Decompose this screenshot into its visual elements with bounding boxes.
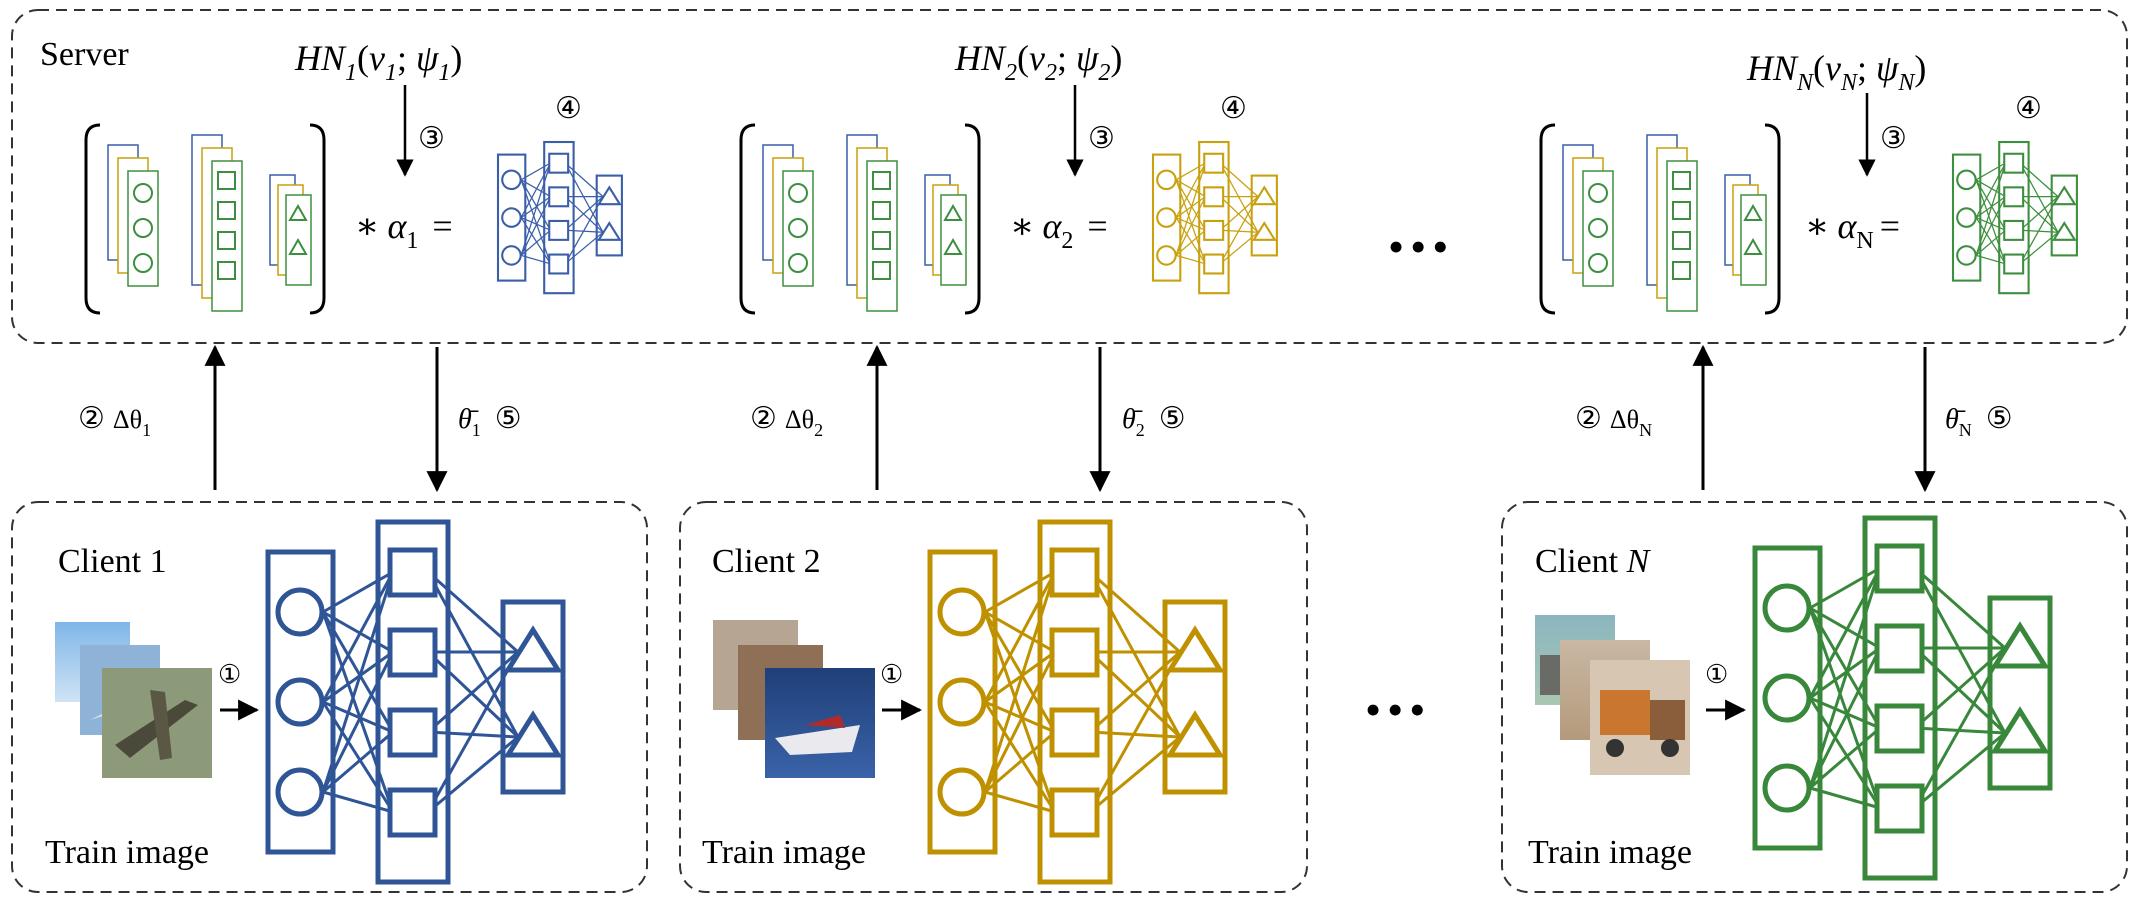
step4-marker: ④	[2015, 92, 2042, 125]
right-bracket	[1764, 123, 1781, 315]
client-model-1	[265, 519, 566, 885]
step1-marker: ①	[218, 660, 241, 689]
step3-marker: ③	[1880, 122, 1907, 155]
server-label: Server	[40, 36, 129, 73]
left-bracket	[84, 123, 101, 315]
hypernetwork-2-label: HN2(v2; ψ2)	[954, 38, 1122, 86]
hypernetwork-n-label: HNN(vN; ψN)	[1746, 48, 1926, 96]
hypernetwork-1-label: HN1(v1; ψ1)	[294, 38, 462, 86]
train-image-stack	[713, 620, 875, 778]
train-image-stack	[55, 622, 212, 778]
step3-marker: ③	[418, 122, 445, 155]
train-image-label: Train image	[702, 834, 866, 871]
client-label: Client 1	[58, 543, 167, 580]
server-group-n: HNN(vN; ψN) ③ ④ ∗αN=	[1539, 48, 2078, 315]
alpha-n-term: ∗αN=	[1805, 206, 1900, 254]
client-n: Client N Train image ①	[1501, 501, 2128, 893]
client-model-n	[1752, 515, 2053, 881]
parameter-stack-icon	[1562, 134, 1767, 312]
client-2: Client 2 Train image ①	[679, 501, 1308, 893]
train-image-stack	[1535, 615, 1690, 775]
left-bracket	[739, 123, 756, 315]
client-label: Client N	[1535, 543, 1652, 580]
personalized-model-1-small	[496, 140, 623, 295]
step1-marker: ①	[1705, 660, 1728, 689]
personalized-model-2-small	[1151, 140, 1278, 295]
alpha-1-term: ∗α1=	[355, 206, 453, 254]
alpha-2-term: ∗α2=	[1010, 206, 1108, 254]
parameter-stack-icon	[762, 134, 967, 312]
client-box	[1501, 501, 2128, 893]
train-image-label: Train image	[45, 834, 209, 871]
personalized-model-n-small	[1951, 140, 2078, 295]
left-bracket	[1539, 123, 1556, 315]
client-ellipsis: •••	[1365, 684, 1431, 735]
server-group-1: HN1(v1; ψ1) ③ ④ ∗α1	[84, 38, 623, 315]
parameter-stack-icon	[107, 134, 312, 312]
server-ellipsis: •••	[1388, 221, 1454, 272]
step3-marker: ③	[1088, 122, 1115, 155]
step1-marker: ①	[880, 660, 903, 689]
server-box	[11, 9, 2128, 344]
step4-marker: ④	[555, 92, 582, 125]
server-group-2: HN2(v2; ψ2) ③ ④ ∗α2=	[739, 38, 1278, 315]
step4-marker: ④	[1220, 92, 1247, 125]
right-bracket	[309, 123, 326, 315]
train-image-label: Train image	[1528, 834, 1692, 871]
client-box	[679, 501, 1308, 893]
client-1: Client 1 Train image ①	[11, 501, 648, 893]
right-bracket	[964, 123, 981, 315]
client-box	[11, 501, 648, 893]
client-model-2	[927, 519, 1228, 885]
client-label: Client 2	[712, 543, 821, 580]
